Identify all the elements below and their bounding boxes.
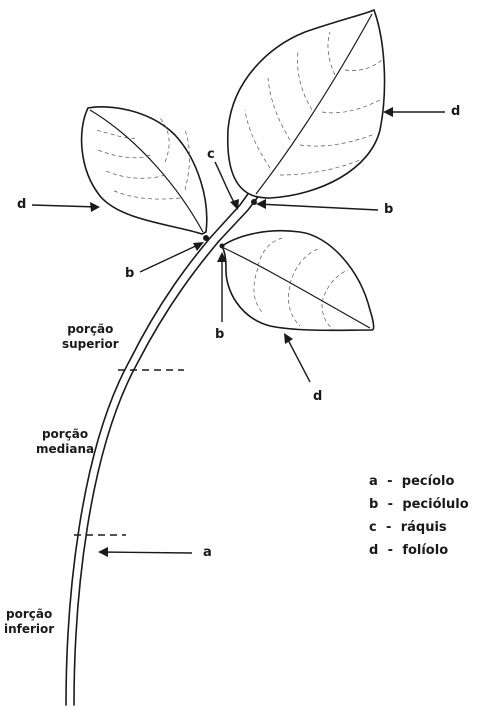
- legend-dash: -: [378, 539, 402, 562]
- label-c: c: [207, 147, 215, 162]
- region-inferior-line2: inferior: [4, 622, 54, 637]
- legend-key: a: [369, 474, 378, 489]
- legend-key: b: [369, 497, 378, 512]
- label-d-bottom: d: [313, 389, 322, 404]
- region-superior-line1: porção: [62, 322, 119, 337]
- region-label-mediana: porção mediana: [36, 427, 94, 457]
- legend-item-b: b-peciólulo: [369, 493, 469, 516]
- label-b-left: b: [125, 266, 134, 281]
- label-a: a: [203, 545, 212, 560]
- legend-dash: -: [378, 493, 402, 516]
- legend-dash: -: [377, 516, 401, 539]
- label-d-left: d: [17, 197, 26, 212]
- region-label-inferior: porção inferior: [4, 607, 54, 637]
- label-d-top: d: [451, 104, 460, 119]
- legend-text: folíolo: [402, 543, 448, 558]
- legend-text: pecíolo: [402, 474, 455, 489]
- region-label-superior: porção superior: [62, 322, 119, 352]
- legend-dash: -: [378, 470, 402, 493]
- legend-item-a: a-pecíolo: [369, 470, 469, 493]
- region-mediana-line2: mediana: [36, 442, 94, 457]
- leaflet-lower-right: [222, 231, 374, 331]
- legend-text: peciólulo: [402, 497, 468, 512]
- leaflet-left: [82, 107, 207, 234]
- legend-text: ráquis: [401, 520, 447, 535]
- petiole: [66, 238, 219, 705]
- legend-item-d: d-folíolo: [369, 539, 469, 562]
- legend: a-pecíolo b-peciólulo c-ráquis d-folíolo: [369, 470, 469, 562]
- legend-key: c: [369, 520, 377, 535]
- leaflet-terminal: [228, 10, 385, 198]
- region-superior-line2: superior: [62, 337, 119, 352]
- region-mediana-line1: porção: [36, 427, 94, 442]
- region-inferior-line1: porção: [4, 607, 54, 622]
- label-b-bottom: b: [215, 327, 224, 342]
- legend-item-c: c-ráquis: [369, 516, 469, 539]
- label-b-right: b: [384, 202, 393, 217]
- legend-key: d: [369, 543, 378, 558]
